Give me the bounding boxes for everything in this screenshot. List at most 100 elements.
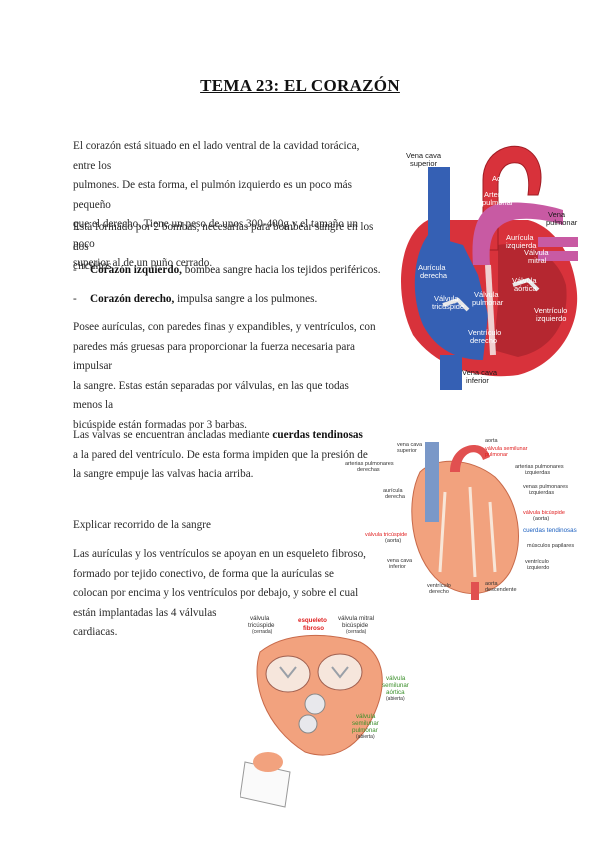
heart-diagram-figure: Vena cava superior Aorta Arteria pulmona…: [388, 125, 588, 400]
bullet-text: impulsa sangre a los pulmones.: [174, 293, 318, 305]
f3-pulmonar-2: semilunar: [352, 720, 379, 727]
septum: [485, 264, 496, 356]
label-vena-cava-inf-1: Vena cava: [462, 368, 498, 377]
intro-line: El corazón está situado en el lado ventr…: [73, 140, 360, 172]
valves-bold: cuerdas tendinosas: [272, 429, 363, 441]
f3-pulmonar-3: pulmonar: [352, 727, 378, 734]
label-auricula-der-2: derecha: [420, 271, 448, 280]
skeleton-line: cardiacas.: [73, 626, 118, 638]
f2-art-pulm-der-1: arterias pulmonares: [345, 461, 394, 467]
f2-aorta-desc-1: aorta: [485, 581, 498, 587]
skeleton-line: colocan por encima y los ventrículos por…: [73, 587, 359, 599]
f2-valv-bicuspide-2: (aorta): [533, 516, 549, 522]
label-valvula-pulmonar-2: pulmonar: [472, 298, 504, 307]
f2-vena-cava-sup-2: superior: [397, 448, 417, 454]
chambers-line: paredes más gruesas para proporcionar la…: [73, 340, 356, 373]
bullet-text: bombea sangre hacia los tejidos periféri…: [181, 264, 381, 276]
f2-venas-pulm-izq-1: venas pulmonares: [523, 484, 568, 490]
f3-aortica-1: válvula: [386, 675, 406, 682]
skeleton-line: formado por tejido conectivo, de forma q…: [73, 567, 334, 580]
f3-tricuspide-2: tricúspide: [248, 622, 275, 629]
label-valvula-pulmonar-1: Válvula: [474, 290, 499, 299]
f3-pulmonar-1: válvula: [356, 713, 376, 720]
page-title: TEMA 23: EL CORAZÓN: [200, 76, 400, 95]
f2-art-pulm-der-2: derechas: [357, 467, 380, 473]
label-vena-pulmonar-2: pulmonar: [546, 218, 578, 227]
f3-esqueleto-2: fibroso: [303, 625, 324, 632]
label-vena-cava-sup-2: superior: [410, 159, 438, 168]
intro-line: superior al de un puño cerrado.: [73, 257, 213, 269]
f2-valv-bicuspide-1: válvula bicúspide: [523, 510, 565, 516]
f2-venas-pulm-izq-2: izquierdas: [529, 490, 554, 496]
bullet-dash: -: [73, 264, 77, 276]
vena-pulmonar-vessel-2: [538, 251, 578, 261]
label-valvula-aortica-1: Válvula: [512, 276, 537, 285]
skeleton-paragraph: Las aurículas y los ventrículos se apoya…: [73, 545, 373, 643]
chambers-paragraph: Posee aurículas, con paredes finas y exp…: [73, 318, 378, 435]
bullet-bold: Corazón izquierdo,: [90, 264, 182, 276]
f2-musculos-papilares: músculos papilares: [527, 543, 574, 549]
label-valvula-tricuspide-1: Válvula: [434, 294, 459, 303]
f2-cuerdas-tendinosas: cuerdas tendinosas: [523, 527, 577, 534]
f2-ventriculo-izq-1: ventrículo: [525, 559, 549, 565]
f2-vena-cava-inf-2: inferior: [389, 564, 406, 570]
valves-paragraph: Las valvas se encuentran ancladas median…: [73, 426, 373, 485]
label-arteria-pulmonar-2: pulmonar: [482, 198, 514, 207]
label-vena-cava-sup-1: Vena cava: [406, 151, 442, 160]
skeleton-line: Las aurículas y los ventrículos se apoya…: [73, 548, 366, 560]
f3-aortica-2: semilunar: [382, 682, 409, 689]
f3-mitral-2: bicúspide: [342, 622, 369, 629]
label-valvula-mitral-2: mitral: [528, 256, 547, 265]
label-vena-pulmonar-1: Vena: [548, 210, 566, 219]
vena-cava-detail: [425, 442, 439, 522]
right-chambers: [414, 235, 488, 360]
fibrous-skeleton-figure: válvula tricúspide (cerrada) esqueleto f…: [239, 612, 430, 812]
f2-vena-cava-inf-1: vena cava: [387, 558, 413, 564]
skeleton-line: están implantadas las 4 válvulas: [73, 606, 217, 619]
label-arteria-pulmonar-1: Arteria: [484, 190, 507, 199]
label-auricula-der-1: Aurícula: [418, 263, 446, 272]
intro-line: pulmones. De esta forma, el pulmón izqui…: [73, 179, 352, 211]
f2-valv-tricuspide-2: (aorta): [385, 538, 401, 544]
f3-aortica-4: (abierta): [386, 696, 405, 702]
f2-auricula-der-2: derecha: [385, 494, 406, 500]
left-chambers: [493, 244, 567, 357]
f2-auricula-der-1: aurícula: [383, 488, 404, 494]
chambers-line: bicúspide están formadas por 3 barbas.: [73, 418, 247, 431]
label-vena-cava-inf-2: inferior: [466, 376, 489, 385]
aorta-detail: [450, 445, 490, 472]
f2-ventriculo-der-2: derecho: [429, 589, 449, 595]
mitral-ring: [317, 653, 363, 691]
f3-pulmonar-4: (abierta): [356, 734, 375, 740]
f3-esqueleto-1: esqueleto: [298, 617, 327, 624]
f2-valv-semilunar-pulm-2: pulmonar: [485, 452, 508, 458]
label-ventriculo-der-2: derecho: [470, 336, 497, 345]
vena-cava-superior-vessel: [428, 167, 450, 257]
label-valvula-aortica-2: aórtica: [514, 284, 537, 293]
f2-art-pulm-izq-2: izquierdas: [525, 470, 550, 476]
label-auricula-izq-2: izquierda: [506, 241, 537, 250]
aortic-valve-ring: [304, 693, 326, 715]
f2-aorta: aorta: [485, 438, 498, 444]
heart-diagram-svg: Vena cava superior Aorta Arteria pulmona…: [401, 145, 578, 390]
arteria-pulmonar-vessel: [472, 202, 563, 265]
f3-mitral-1: válvula mitral: [338, 615, 374, 622]
pumps-line: Está formado por 2 bombas, necesarias pa…: [73, 221, 374, 253]
mitral-valve-shape: [512, 277, 540, 292]
vena-cava-inferior-vessel: [440, 355, 462, 390]
valves-line-text: Las valvas se encuentran ancladas median…: [73, 429, 273, 441]
vena-pulmonar-vessel-1: [538, 237, 578, 247]
bullet-right-heart: -Corazón derecho, impulsa sangre a los p…: [73, 290, 383, 310]
tricuspid-ring: [265, 655, 311, 693]
chambers-line: la sangre. Estas están separadas por vál…: [73, 379, 349, 412]
valve-cusps: [279, 666, 349, 679]
bullet-left-heart: - Corazón izquierdo, bombea sangre hacia …: [73, 261, 383, 281]
f3-mitral-3: (cerrada): [346, 629, 367, 635]
f3-aortica-3: aórtica: [386, 689, 405, 696]
chordae-detail: [438, 486, 497, 578]
label-ventriculo-izq-1: Ventrículo: [534, 306, 567, 315]
label-valvula-mitral-1: Válvula: [524, 248, 549, 257]
pumps-line: circuitos.: [73, 260, 115, 272]
f2-ventriculo-der-1: ventrículo: [427, 583, 451, 589]
